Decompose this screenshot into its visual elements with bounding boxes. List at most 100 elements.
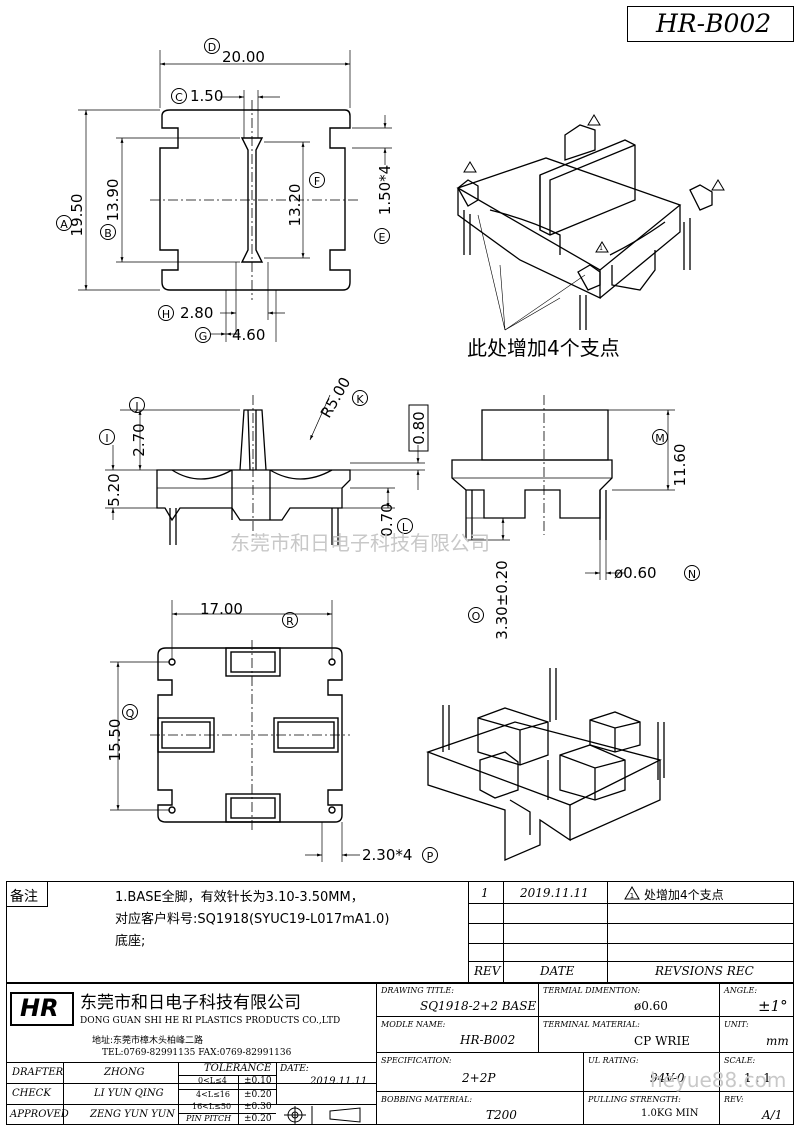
note-line-1: 1.BASE全脚，有效针长为3.10-3.50MM， — [115, 890, 364, 905]
rev-value: A/1 — [762, 1108, 783, 1122]
tol-val-1: ±0.10 — [244, 1076, 272, 1086]
svg-text:4.60: 4.60 — [232, 326, 265, 344]
dim-F: F 13.20 — [286, 172, 325, 227]
model-value: HR-B002 — [460, 1033, 516, 1047]
svg-text:C: C — [175, 91, 183, 104]
tol-range-2: 4<L≤16 — [196, 1090, 230, 1099]
tol-range-3: 16<L≤50 — [192, 1102, 232, 1111]
ul-label: UL RATING: — [588, 1056, 639, 1065]
tol-range-1: 0<L≤4 — [198, 1076, 227, 1085]
rev-row-1-rev: 1 — [481, 886, 489, 900]
svg-text:ø0.60: ø0.60 — [614, 564, 657, 582]
angle-value: ±1° — [758, 997, 788, 1015]
tol-val-2: ±0.20 — [244, 1090, 272, 1100]
drafter-value: ZHONG — [104, 1067, 145, 1078]
svg-text:2.30*4: 2.30*4 — [362, 846, 412, 864]
svg-text:13.20: 13.20 — [286, 184, 304, 227]
watermark: 东莞市和日电子科技有限公司 — [230, 531, 490, 555]
dim-C: C 1.50 — [171, 87, 223, 105]
rev-label: REV: — [724, 1095, 744, 1104]
rev-row-1-desc: 处增加4个支点 — [644, 888, 724, 902]
terminal-mat-label: TERMINAL MATERIAL: — [543, 1020, 640, 1029]
svg-text:1.50*4: 1.50*4 — [376, 165, 394, 215]
svg-text:13.90: 13.90 — [104, 179, 122, 222]
tolerance-label: TOLERANCE — [204, 1063, 272, 1074]
svg-text:H: H — [162, 308, 170, 321]
dim-E: E1.50*4 — [374, 165, 394, 244]
terminal-mat-value: CP WRIE — [634, 1034, 690, 1048]
svg-text:P: P — [427, 850, 434, 863]
front-view — [451, 409, 613, 540]
iso-view-bottom — [426, 668, 665, 861]
svg-text:L: L — [402, 521, 409, 534]
approved-label: APPROVED — [10, 1109, 69, 1120]
svg-text:K: K — [356, 393, 364, 406]
svg-text:1.50: 1.50 — [190, 87, 223, 105]
svg-text:I: I — [105, 432, 108, 445]
dim-N: ø0.60 N — [614, 564, 700, 582]
svg-text:2.70: 2.70 — [130, 423, 148, 456]
drafter-label: DRAFTER — [12, 1067, 64, 1078]
dim-L: L 0.70 — [378, 503, 413, 537]
engineering-drawing: D20.00 C 1.50 A19.50 B13.90 F 13.20 E1.50*… — [56, 38, 725, 864]
svg-text:R5.00: R5.00 — [317, 374, 355, 421]
dim-boxed: 0.80 — [410, 411, 428, 444]
svg-text:F: F — [314, 175, 320, 188]
scale-value: 1 : 1 — [744, 1071, 771, 1085]
company-address: 地址:东莞市樟木头柏峰二路 — [92, 1036, 204, 1046]
svg-text:11.60: 11.60 — [671, 444, 689, 487]
company-cn: 东莞市和日电子科技有限公司 — [80, 993, 301, 1013]
dim-Q: Q15.50 — [106, 704, 138, 762]
drawing-number: HR-B002 — [656, 9, 772, 38]
projection-symbol-icon — [280, 1106, 375, 1128]
scale-label: SCALE: — [724, 1056, 756, 1065]
tol-range-4: PIN PITCH — [186, 1114, 232, 1123]
drawing-number-box — [627, 6, 794, 42]
dim-P: 2.30*4 P — [362, 846, 438, 864]
unit-label: UNIT: — [724, 1020, 749, 1029]
date-label: DATE: — [280, 1064, 309, 1074]
pull-value: 1.0KG MIN — [641, 1108, 699, 1119]
angle-label: ANGLE: — [724, 986, 758, 995]
warning-triangle-icon: 1 — [624, 885, 640, 904]
svg-text:3.30±0.20: 3.30±0.20 — [493, 560, 511, 639]
side-view — [156, 409, 351, 545]
rev-head-date: DATE — [540, 964, 575, 978]
dim-B: B13.90 — [100, 179, 122, 240]
pull-label: PULLING STRENGTH: — [588, 1095, 681, 1104]
svg-text:N: N — [688, 568, 696, 581]
dim-D: D20.00 — [204, 38, 265, 66]
notes-label: 备注 — [10, 889, 38, 905]
svg-text:0.80: 0.80 — [410, 411, 428, 444]
check-label: CHECK — [12, 1088, 51, 1099]
dim-O: O 3.30±0.20 — [468, 560, 511, 640]
rev-head-rev: REV — [474, 964, 501, 978]
svg-text:J: J — [134, 400, 138, 413]
svg-text:19.50: 19.50 — [68, 194, 86, 237]
drawing-title-label: DRAWING TITLE: — [381, 986, 454, 995]
note-line-2: 对应客户料号:SQ1918(SYUC19-L017mA1.0) — [115, 912, 390, 927]
rev-row-1-date: 2019.11.11 — [520, 886, 589, 900]
svg-text:15.50: 15.50 — [106, 719, 124, 762]
dim-I: I 5.20 — [99, 429, 123, 507]
dim-J: J 2.70 — [129, 397, 148, 457]
svg-text:5.20: 5.20 — [105, 473, 123, 506]
notes-label-cell — [6, 881, 48, 907]
spec-label: SPECIFICATION: — [381, 1056, 452, 1065]
approved-value: ZENG YUN YUN — [90, 1109, 175, 1120]
svg-text:0.70: 0.70 — [378, 503, 396, 536]
bobbin-mat-label: BOBBING MATERIAL: — [381, 1095, 473, 1104]
date-value: 2019.11.11 — [310, 1076, 368, 1087]
terminal-dim-label: TERMIAL DIMENTION: — [543, 986, 641, 995]
company-phone: TEL:0769-82991135 FAX:0769-82991136 — [102, 1048, 292, 1058]
tol-val-3: ±0.30 — [244, 1102, 272, 1112]
svg-text:D: D — [208, 41, 216, 54]
bobbin-mat-value: T200 — [486, 1108, 517, 1122]
ul-value: 94V-0 — [650, 1071, 685, 1085]
support-note: 此处增加4个支点 — [467, 336, 620, 360]
check-value: LI YUN QING — [94, 1088, 164, 1099]
svg-text:O: O — [472, 610, 481, 623]
svg-text:17.00: 17.00 — [200, 600, 243, 618]
